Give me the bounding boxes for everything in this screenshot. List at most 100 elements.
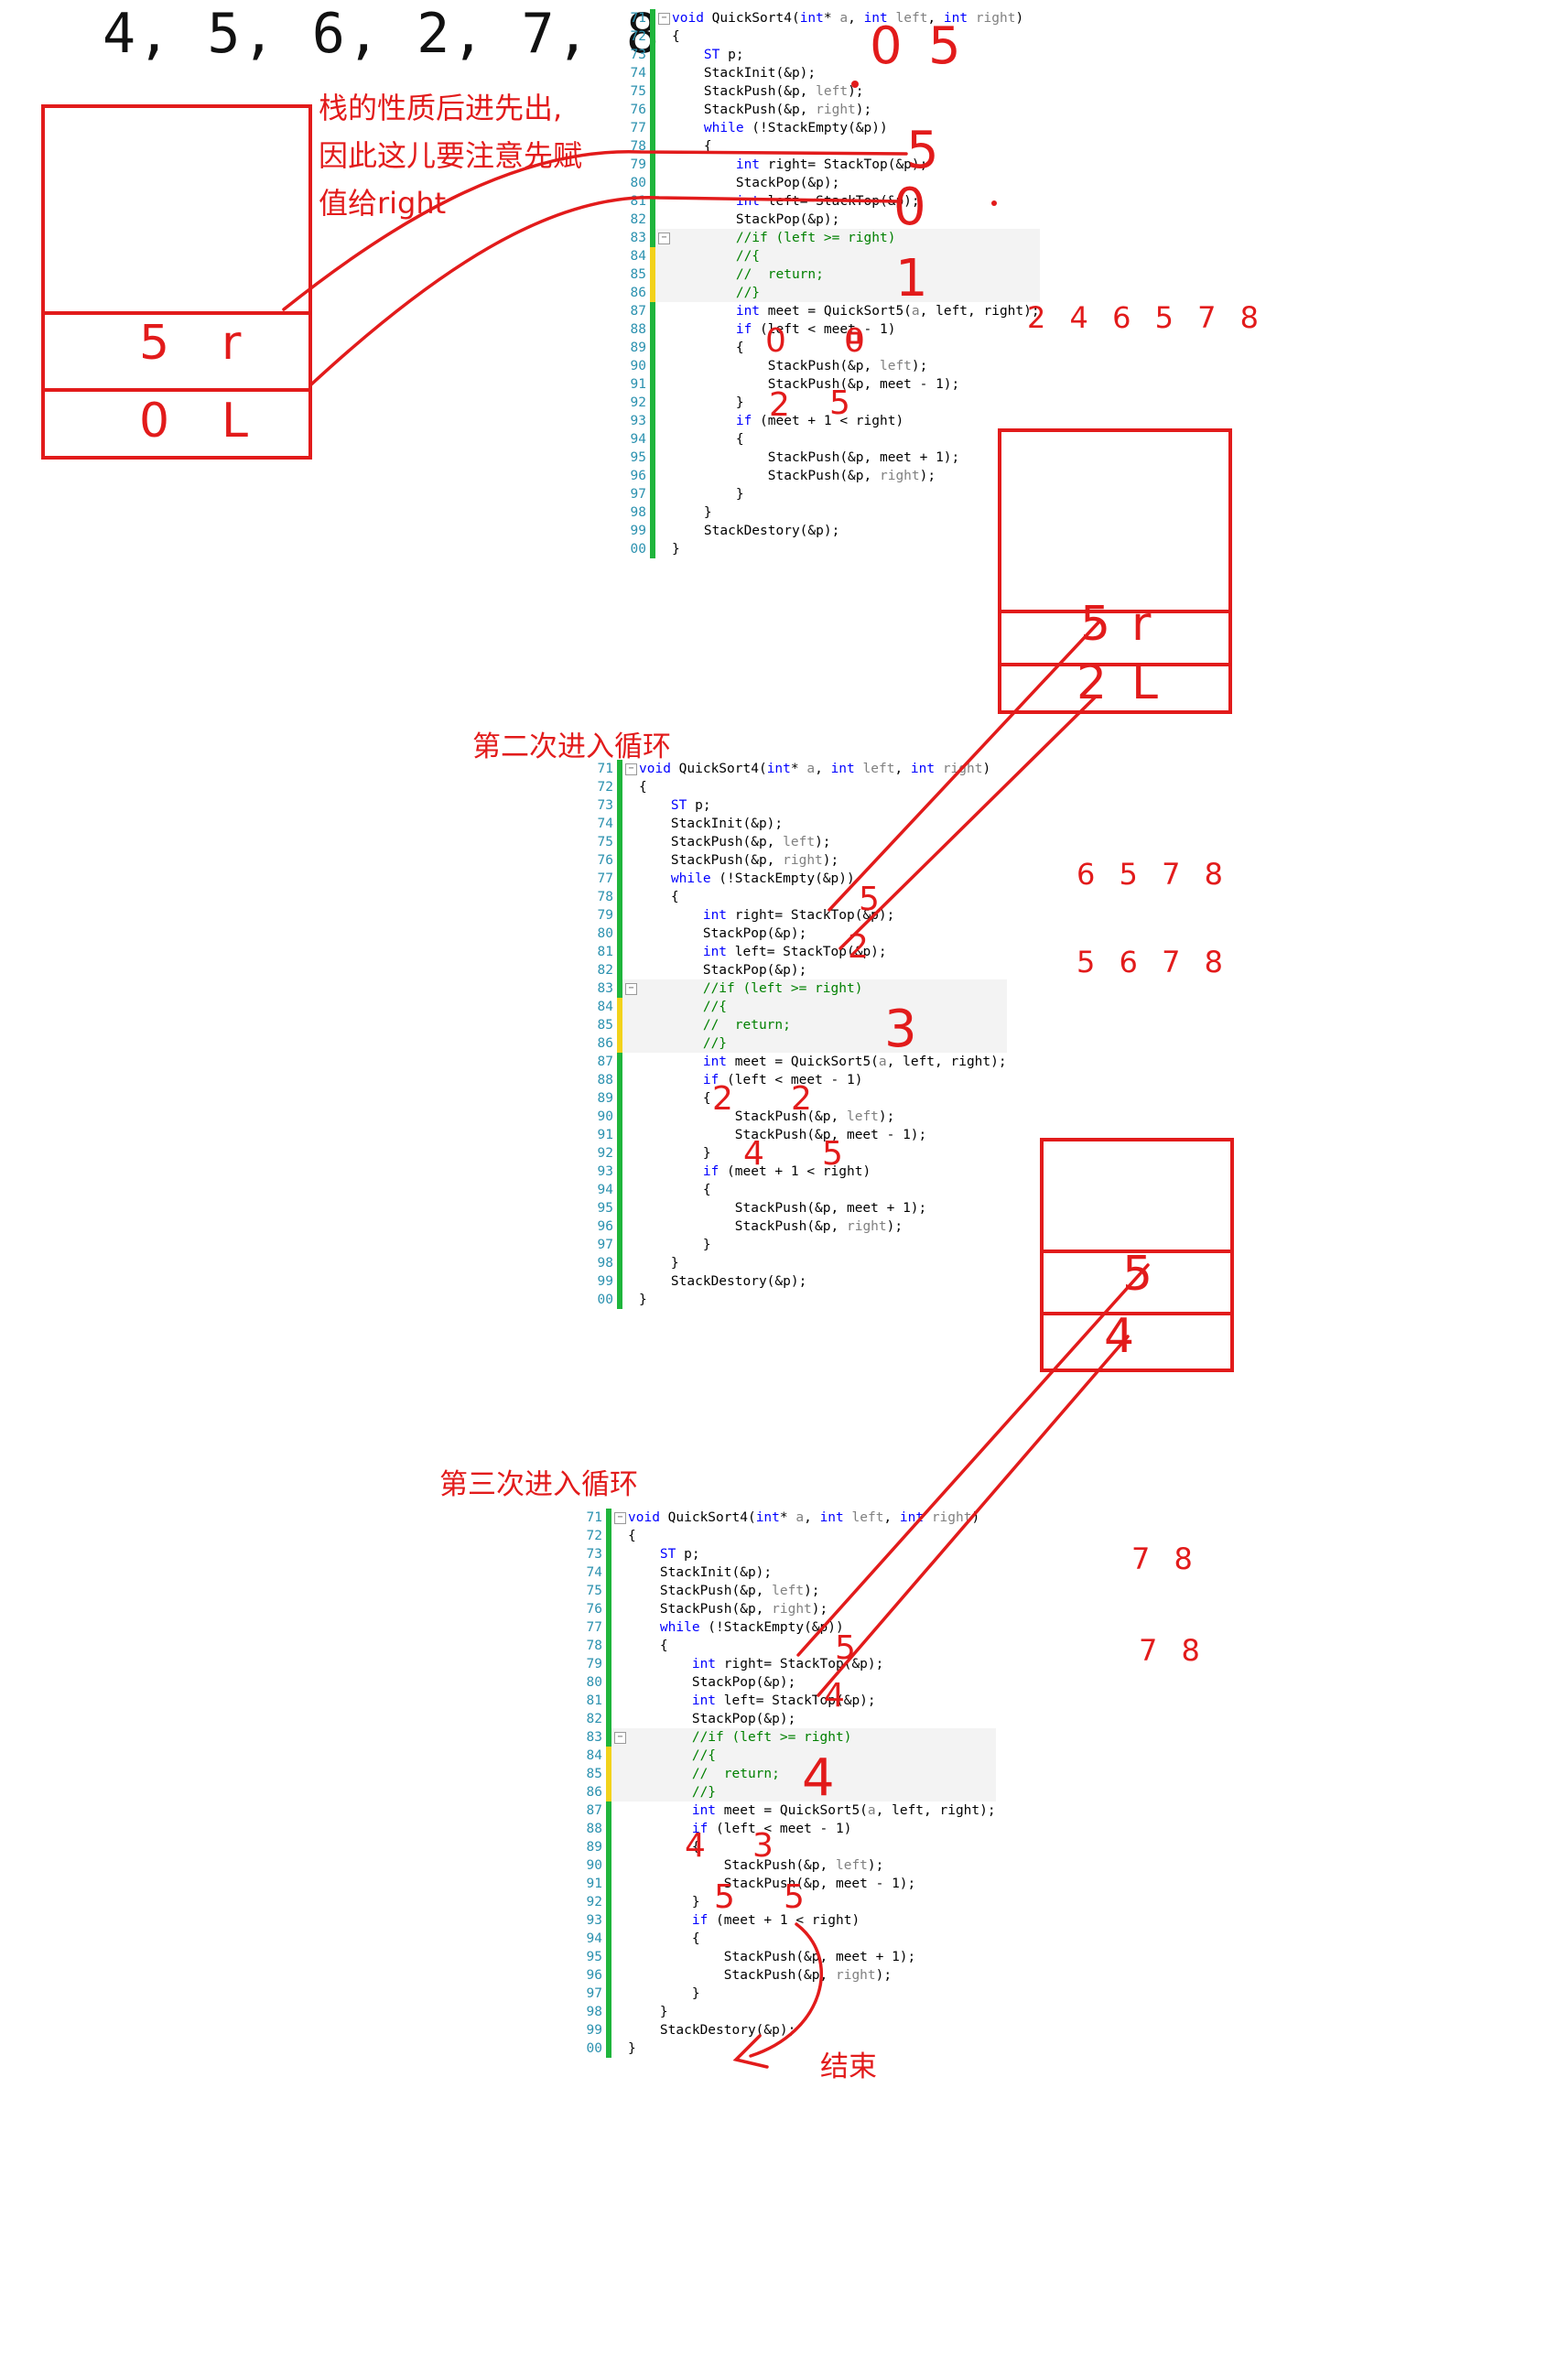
line-number: 90 — [586, 1858, 602, 1873]
code-line: if (left < meet - 1) — [702, 1073, 863, 1087]
line-number: 71 — [586, 1510, 602, 1525]
code-line: StackPop(&p); — [672, 212, 840, 227]
code-line: { — [628, 1529, 636, 1543]
pass1-left-arg: 0 — [870, 16, 903, 76]
code-line: { — [672, 432, 744, 447]
collapse-toggle-icon[interactable]: − — [625, 983, 637, 995]
collapse-toggle-icon[interactable]: − — [614, 1512, 626, 1524]
code-line: StackInit(&p); — [628, 1565, 773, 1580]
line-number: 83 — [597, 981, 613, 996]
note-line-1: 栈的性质后进先出, — [319, 91, 563, 125]
code-line: int meet = QuickSort5(a, left, right); — [691, 1803, 996, 1818]
line-number: 77 — [586, 1620, 602, 1635]
modified-bar — [617, 998, 622, 1053]
code-line: StackPush(&p, meet - 1); — [672, 377, 960, 392]
collapsed-comment-highlight — [655, 229, 1040, 302]
stack1-bottom-name: L — [222, 394, 248, 449]
code-line: StackPush(&p, right); — [639, 1219, 903, 1234]
code-line: StackPush(&p, meet - 1); — [639, 1128, 927, 1142]
mark-dot-1 — [991, 200, 997, 206]
line-number: 00 — [630, 542, 646, 557]
pass2-array-state-b: 5 6 7 8 — [1077, 945, 1230, 979]
pass3-cond2-right: 5 — [784, 1878, 805, 1916]
line-number: 73 — [597, 798, 613, 813]
line-number: 75 — [597, 835, 613, 849]
line-number: 89 — [586, 1840, 602, 1855]
line-number: 97 — [630, 487, 646, 502]
connector-left-pass3 — [817, 1335, 1130, 1697]
code-line: //} — [735, 286, 761, 300]
stack1-bottom-value: 0 — [139, 394, 170, 449]
code-line: { — [672, 139, 712, 154]
modified-bar — [650, 247, 655, 302]
code-line: { — [639, 1183, 711, 1197]
pass1-right-value: 5 — [906, 121, 939, 180]
line-number: 74 — [597, 817, 613, 831]
code-line: if (meet + 1 < right) — [702, 1164, 871, 1179]
line-number: 96 — [597, 1219, 613, 1234]
code-line: StackPush(&p, meet + 1); — [628, 1950, 916, 1964]
line-number: 99 — [630, 524, 646, 538]
line-number: 98 — [597, 1256, 613, 1271]
code-line: //} — [691, 1785, 717, 1800]
note-line-3: 值给right — [319, 186, 447, 221]
end-arrow-curve — [749, 1922, 823, 2058]
code-line: } — [628, 2041, 636, 2056]
pass2-right-value: 5 — [859, 881, 880, 918]
line-number: 79 — [586, 1657, 602, 1671]
code-line: while (!StackEmpty(&p)) — [670, 871, 855, 886]
code-lines: void QuickSort4(int* a, int left, int ri… — [672, 9, 1040, 558]
code-line: ST p; — [670, 798, 711, 813]
line-number: 82 — [597, 963, 613, 978]
line-number: 99 — [597, 1274, 613, 1289]
collapsed-comment-highlight — [622, 979, 1007, 1053]
line-number: 91 — [597, 1128, 613, 1142]
line-number: 78 — [586, 1639, 602, 1653]
line-number: 86 — [630, 286, 646, 300]
stack-note: 栈的性质后进先出, 因此这儿要注意先赋 值给right — [319, 84, 582, 227]
code-line: int meet = QuickSort5(a, left, right); — [702, 1055, 1007, 1069]
code-line: StackPush(&p, meet + 1); — [672, 450, 960, 465]
code-line: StackPush(&p, right); — [672, 469, 936, 483]
collapse-toggle-icon[interactable]: − — [625, 763, 637, 775]
collapse-toggle-icon[interactable]: − — [614, 1732, 626, 1744]
line-number: 86 — [586, 1785, 602, 1800]
code-line: { — [639, 1091, 711, 1106]
line-number: 90 — [597, 1109, 613, 1124]
pass1-cond2-left: 2 — [769, 386, 790, 424]
code-line: { — [639, 890, 679, 904]
line-number: 87 — [586, 1803, 602, 1818]
code-line: } — [672, 395, 744, 410]
connector-right-pass2 — [828, 621, 1100, 912]
line-number: 90 — [630, 359, 646, 373]
pass1-left-value: 0 — [893, 178, 926, 237]
pass2-meet-value: 3 — [884, 1000, 917, 1059]
pass3-meet-value: 4 — [802, 1748, 835, 1808]
code-line: } — [672, 487, 744, 502]
code-line: if (meet + 1 < right) — [691, 1913, 860, 1928]
line-number: 92 — [630, 395, 646, 410]
pass2-cond1-left: 2 — [712, 1080, 733, 1118]
code-line: //} — [702, 1036, 728, 1051]
line-number: 91 — [586, 1877, 602, 1891]
code-line: } — [672, 505, 712, 520]
note-line-2: 因此这儿要注意先赋 — [319, 138, 583, 173]
code-line: ST p; — [659, 1547, 700, 1562]
mark-square — [848, 331, 860, 344]
stack-diagram-1 — [41, 104, 312, 460]
collapse-toggle-icon[interactable]: − — [658, 13, 670, 25]
collapse-toggle-icon[interactable]: − — [658, 233, 670, 244]
code-line: } — [639, 1238, 711, 1252]
line-number: 84 — [586, 1748, 602, 1763]
code-line: if (meet + 1 < right) — [735, 414, 904, 428]
line-number: 75 — [630, 84, 646, 99]
line-number: 72 — [630, 29, 646, 44]
line-number: 78 — [630, 139, 646, 154]
line-number: 87 — [597, 1055, 613, 1069]
line-number: 84 — [630, 249, 646, 264]
line-number: 73 — [586, 1547, 602, 1562]
